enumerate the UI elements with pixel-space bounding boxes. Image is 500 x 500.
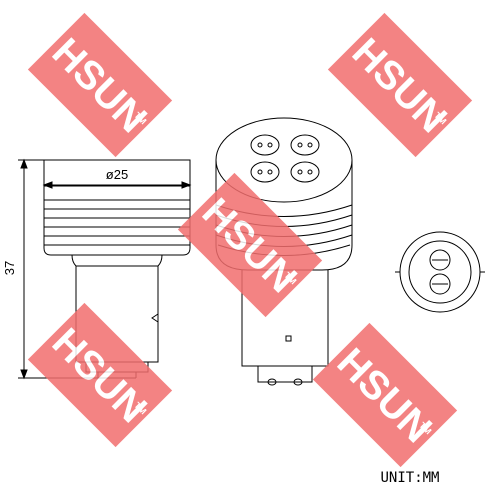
led-chips: [250, 134, 320, 183]
watermark-2: HSUN TM: [327, 12, 473, 158]
bottom-view: [395, 231, 485, 313]
watermark-badge: [27, 12, 173, 158]
watermark-3: HSUN TM: [177, 172, 323, 318]
diameter-label: ø25: [106, 167, 128, 182]
watermark-badge: [177, 172, 323, 318]
watermark-badge: [312, 322, 458, 468]
watermark-badge: [27, 302, 173, 448]
watermark-badge: [327, 12, 473, 158]
watermark-1: HSUN TM: [27, 12, 173, 158]
height-label: 37: [2, 261, 17, 275]
perspective-view-base-outline: [241, 270, 329, 367]
side-view-head-outline: [43, 159, 191, 256]
unit-label: UNIT:MM: [380, 470, 439, 486]
watermark-5: HSUN TM: [312, 322, 458, 468]
watermark-4: HSUN TM: [27, 302, 173, 448]
